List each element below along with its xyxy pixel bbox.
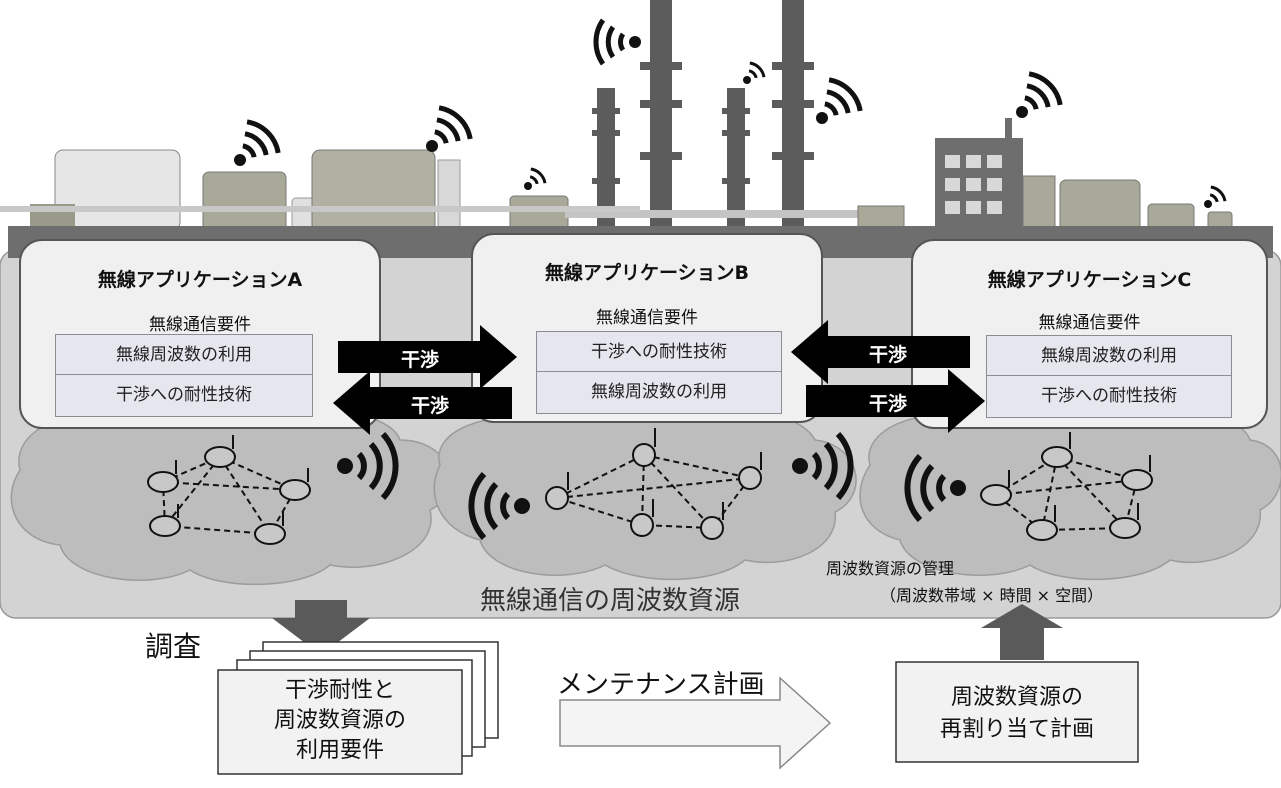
app-b-requirements-title: 無線通信要件 [596,308,698,328]
app-b-requirement: 無線周波数の利用 [591,382,727,402]
signal-icon [337,431,966,541]
requirements-documents [217,641,499,775]
management-title: 周波数資源の管理 [826,559,955,578]
survey-arrow [272,600,370,655]
survey-label: 調査 [145,630,202,663]
reallocation-plan-box [895,661,1139,763]
reallocation-line: 周波数資源の [950,685,1083,710]
reallocation-plan-text: 周波数資源の 再割り当て計画 [896,682,1138,746]
interference-label: 干渉 [410,395,449,417]
app-c-requirements-table: 無線周波数の利用 干渉への耐性技術 [986,335,1232,418]
mesh-network-b [545,428,762,540]
app-a-requirements-title: 無線通信要件 [149,315,251,335]
survey-doc-line: 干渉耐性と [284,678,395,703]
interference-label: 干渉 [868,393,907,415]
app-b-title: 無線アプリケーションB [544,262,750,284]
network-clouds [10,400,1281,586]
app-a-requirements-table: 無線周波数の利用 干渉への耐性技術 [55,334,313,417]
management-detail: （周波数帯域 × 時間 × 空間） [880,586,1104,605]
app-b-requirement: 干渉への耐性技術 [537,332,781,372]
reallocation-line: 再割り当て計画 [939,717,1094,742]
app-c-requirements-title: 無線通信要件 [1038,313,1141,333]
interference-arrow [333,320,985,435]
wifi-icon [234,18,1227,208]
maintenance-arrow [559,676,832,770]
interference-label: 干渉 [400,349,439,371]
app-a-requirement: 干渉への耐性技術 [116,385,252,405]
maintenance-label: メンテナンス計画 [557,670,765,700]
survey-document-text: 干渉耐性と 周波数資源の 利用要件 [218,676,462,766]
mesh-network-c [980,432,1153,541]
mesh-network-a [147,435,311,545]
app-a-title: 無線アプリケーションA [97,269,303,291]
plant-skyline [0,0,1233,234]
app-c-requirement: 無線周波数の利用 [987,336,1231,376]
interference-label: 干渉 [868,344,907,366]
app-c-requirement: 干渉への耐性技術 [1041,386,1177,406]
reallocation-arrow [981,604,1063,660]
survey-doc-line: 利用要件 [295,738,384,763]
survey-doc-line: 周波数資源の [273,708,406,733]
frequency-resource-label: 無線通信の周波数資源 [480,586,741,616]
app-c-title: 無線アプリケーションC [987,269,1192,291]
app-a-requirement: 無線周波数の利用 [56,335,312,375]
app-b-requirements-table: 干渉への耐性技術 無線周波数の利用 [536,331,782,414]
